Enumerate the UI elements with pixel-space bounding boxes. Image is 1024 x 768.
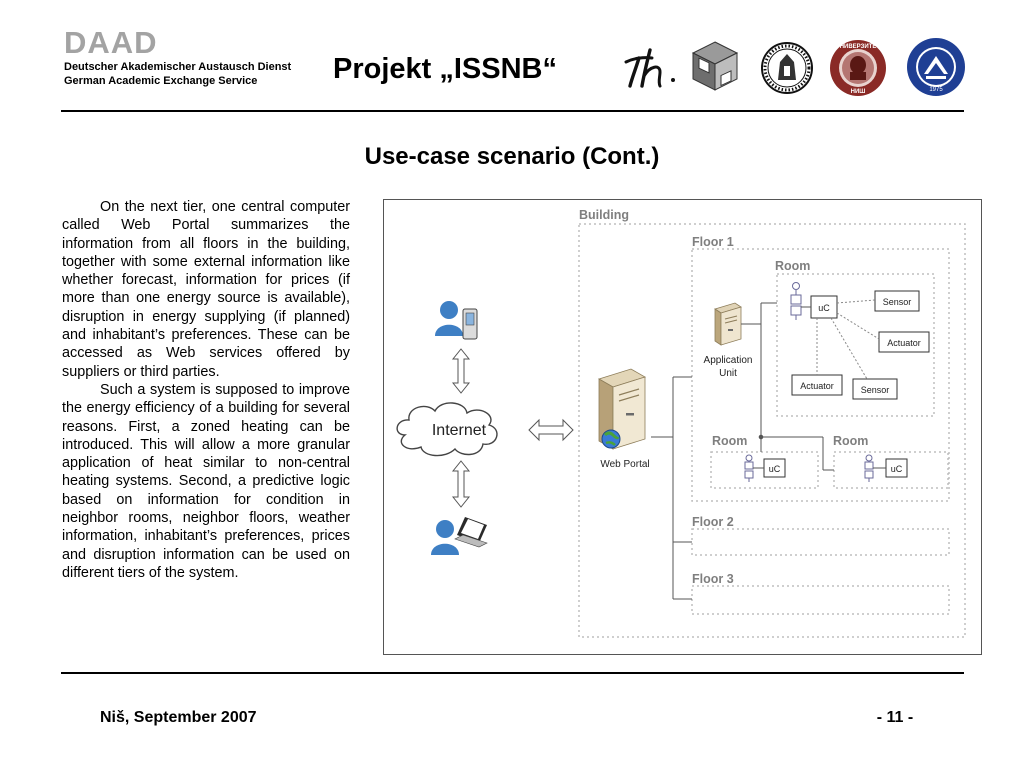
sensor-component-icon xyxy=(864,454,874,482)
body-text: On the next tier, one central computer c… xyxy=(62,198,350,582)
building-container xyxy=(578,223,966,638)
svg-text:1975: 1975 xyxy=(929,87,943,93)
sensor-box-top xyxy=(874,290,920,312)
application-unit-icon xyxy=(714,302,742,346)
floor-1-container xyxy=(691,248,950,502)
architecture-diagram-svg: Building Floor 1 Room uC Sensor Actuator… xyxy=(383,199,982,655)
header-divider xyxy=(61,110,964,112)
arrow-internet-portal xyxy=(528,418,574,442)
sensor-label-top: Sensor xyxy=(883,297,912,307)
floor-2-container xyxy=(691,528,950,556)
floor-3-label: Floor 3 xyxy=(692,572,734,586)
page-number: - 11 - xyxy=(876,709,914,726)
paragraph-energy-efficiency: Such a system is supposed to improve the… xyxy=(62,381,350,581)
daad-name-english: German Academic Exchange Service xyxy=(64,75,258,87)
room-main-container xyxy=(776,273,935,417)
floor-3-container xyxy=(691,585,950,615)
footer-divider xyxy=(61,672,964,674)
daad-logo: DAAD xyxy=(64,25,158,60)
uc-label-main: uC xyxy=(818,303,830,313)
room-right-label: Room xyxy=(833,434,868,448)
sensor-component-icon xyxy=(790,282,802,320)
laptop-user-icon xyxy=(431,517,488,555)
project-title: Projekt „ISSNB“ xyxy=(333,53,557,85)
server-icon xyxy=(598,368,646,450)
architecture-diagram: Building Floor 1 Room uC Sensor Actuator… xyxy=(383,199,982,655)
mobile-user-icon xyxy=(435,301,478,340)
internet-cloud-icon xyxy=(396,402,498,457)
arrow-laptop-internet xyxy=(451,460,471,508)
room-main-label: Room xyxy=(775,259,810,273)
uc-links xyxy=(816,299,880,380)
sensor-component-icon xyxy=(744,454,754,482)
web-portal-label: Web Portal xyxy=(600,459,649,470)
uc-label-right: uC xyxy=(891,464,903,474)
building-label: Building xyxy=(579,208,629,222)
svg-text:УНИВЕРЗИТЕТ: УНИВЕРЗИТЕТ xyxy=(836,44,880,50)
actuator-label-right: Actuator xyxy=(887,338,921,348)
slide-title: Use-case scenario (Cont.) xyxy=(364,143,660,170)
banja-luka-university-seal: 1975 xyxy=(907,38,965,96)
uc-label-left: uC xyxy=(769,464,781,474)
arrow-mobile-internet xyxy=(451,348,471,394)
floor-1-wiring xyxy=(741,302,834,471)
sensor-label-bottom: Sensor xyxy=(861,385,890,395)
internet-label: Internet xyxy=(432,422,487,439)
app-unit-label-2: Unit xyxy=(719,368,737,379)
slide-header: DAAD Deutscher Akademischer Austausch Di… xyxy=(0,0,1024,112)
web-portal-wiring xyxy=(651,376,692,600)
svg-text:НИШ: НИШ xyxy=(851,89,866,95)
room-left-label: Room xyxy=(712,434,747,448)
app-unit-label-1: Application xyxy=(704,355,753,366)
tu-logo xyxy=(624,48,675,88)
room-left-container xyxy=(710,451,819,489)
university-seal xyxy=(761,42,813,94)
nis-university-seal: УНИВЕРЗИТЕТ НИШ xyxy=(830,40,886,96)
actuator-label-bottom: Actuator xyxy=(800,381,834,391)
floor-2-label: Floor 2 xyxy=(692,515,734,529)
actuator-box-right xyxy=(878,331,930,353)
footer-place-date: Niš, September 2007 xyxy=(100,709,257,726)
cube-logo xyxy=(691,41,739,91)
daad-name-german: Deutscher Akademischer Austausch Dienst xyxy=(64,61,292,73)
paragraph-web-portal: On the next tier, one central computer c… xyxy=(62,199,350,380)
floor-1-label: Floor 1 xyxy=(692,235,734,249)
sensor-box-bottom xyxy=(852,378,898,400)
